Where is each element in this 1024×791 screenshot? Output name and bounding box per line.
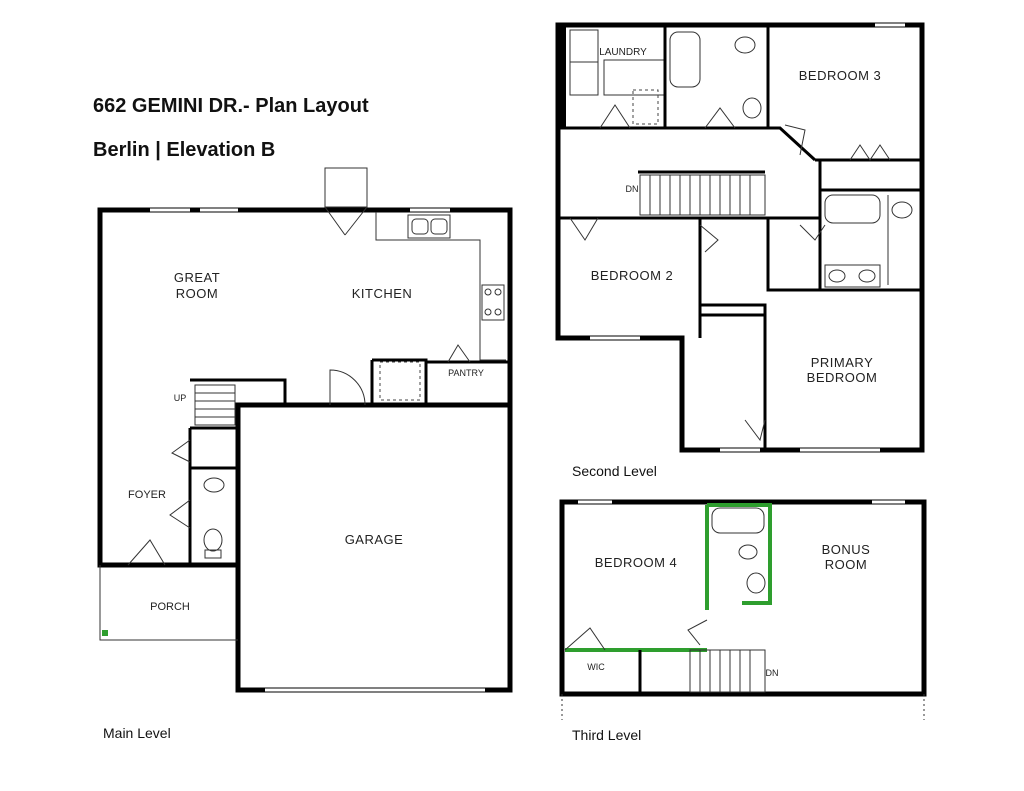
room-bedroom3: BEDROOM 3	[799, 68, 882, 83]
room-primary-line2: BEDROOM	[807, 370, 878, 385]
room-pantry: PANTRY	[448, 368, 484, 378]
second-level-plan: LAUNDRY BEDROOM 3 DN BEDROOM 2 PRIMARY B…	[555, 22, 925, 453]
room-bonus-line2: ROOM	[825, 557, 867, 572]
main-level-label: Main Level	[103, 725, 171, 741]
room-laundry: LAUNDRY	[599, 47, 647, 58]
main-level-plan: GREAT ROOM KITCHEN PANTRY UP FOYER PORCH…	[97, 167, 513, 693]
room-porch: PORCH	[150, 601, 190, 613]
room-great-room-line1: GREAT	[174, 270, 220, 285]
room-wic: WIC	[587, 662, 605, 672]
room-bedroom4: BEDROOM 4	[595, 555, 678, 570]
stair-dn-label-third: DN	[766, 668, 779, 678]
room-primary-line1: PRIMARY	[811, 355, 874, 370]
room-bonus-line1: BONUS	[822, 542, 871, 557]
page-subtitle: Berlin | Elevation B	[93, 139, 276, 161]
page-title: 662 GEMINI DR.- Plan Layout	[93, 95, 369, 117]
stair-up-label: UP	[174, 393, 187, 403]
third-level-label: Third Level	[572, 727, 642, 743]
stair-dn-label-second: DN	[626, 184, 639, 194]
room-kitchen: KITCHEN	[352, 286, 413, 301]
second-level-label: Second Level	[572, 463, 657, 479]
room-great-room-line2: ROOM	[176, 286, 218, 301]
room-garage: GARAGE	[345, 532, 404, 547]
room-bedroom2: BEDROOM 2	[591, 268, 674, 283]
room-foyer: FOYER	[128, 489, 166, 501]
third-level-plan: BEDROOM 4 BONUS ROOM WIC DN	[559, 499, 927, 720]
